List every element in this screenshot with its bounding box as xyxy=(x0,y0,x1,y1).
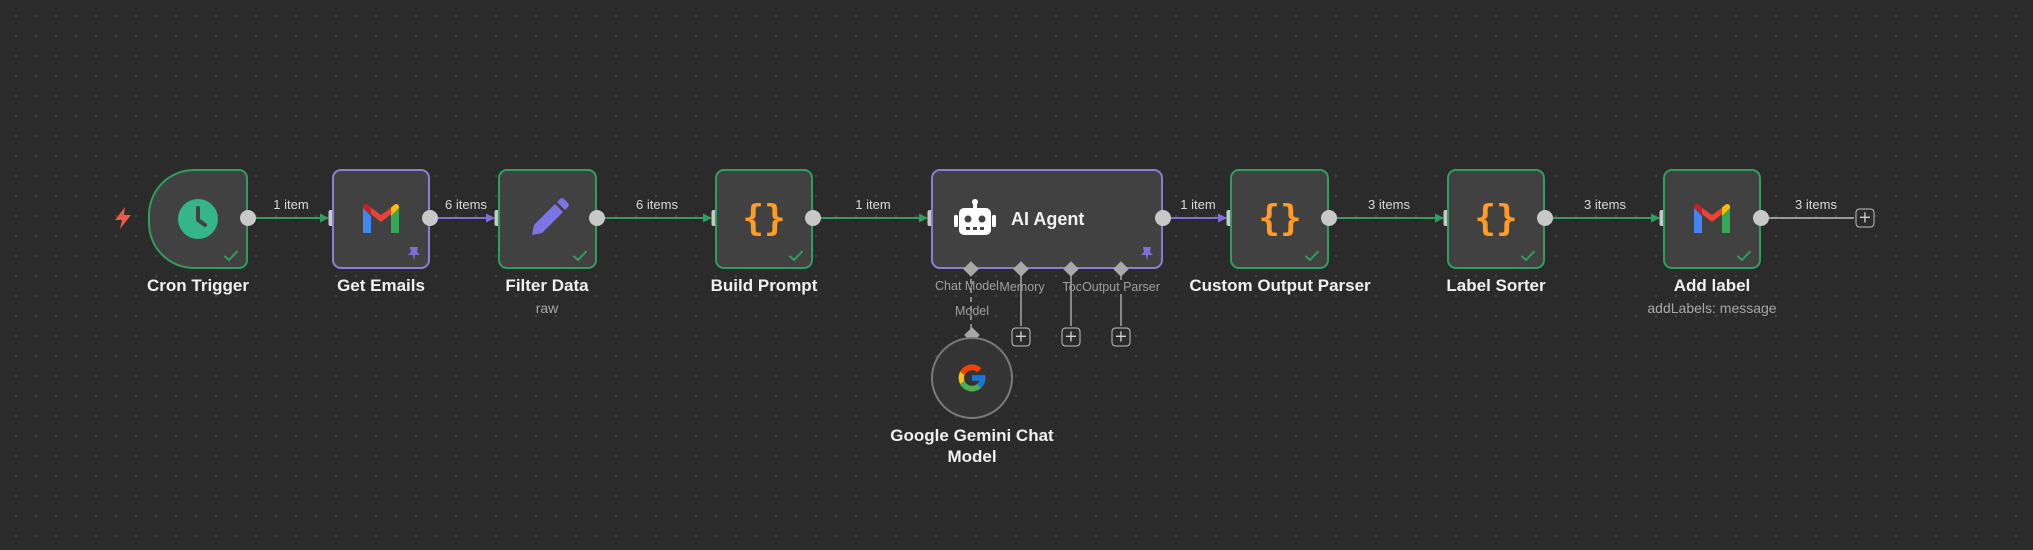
check-icon xyxy=(572,250,588,262)
check-icon xyxy=(223,250,239,262)
handle-label-tool: Tool xyxy=(1062,280,1086,294)
node-label: Get Emails xyxy=(337,276,425,295)
node-label: Build Prompt xyxy=(710,276,818,295)
svg-text:{}: {} xyxy=(1258,198,1301,239)
connection-label-model: Model xyxy=(954,304,990,318)
pin-icon xyxy=(1141,247,1153,261)
node-ai-agent[interactable]: AI Agent xyxy=(931,169,1163,269)
check-icon xyxy=(1520,250,1536,262)
handle-label-memory: Memory xyxy=(999,280,1045,294)
node-build-prompt[interactable]: {} xyxy=(715,169,813,269)
output-port[interactable] xyxy=(1155,210,1171,226)
google-icon xyxy=(958,364,986,392)
svg-text:{}: {} xyxy=(1474,198,1517,239)
output-port[interactable] xyxy=(1537,210,1553,226)
edge-label: 6 items xyxy=(445,197,487,212)
check-icon xyxy=(788,250,804,262)
edge-label: 6 items xyxy=(636,197,678,212)
curly-braces-icon: {} xyxy=(742,198,785,239)
node-label: Google Gemini Chat Model xyxy=(890,425,1053,467)
curly-braces-icon: {} xyxy=(1474,198,1517,239)
node-label: Cron Trigger xyxy=(146,276,250,295)
output-port[interactable] xyxy=(805,210,821,226)
node-get-emails[interactable] xyxy=(332,169,430,269)
node-title: AI Agent xyxy=(1011,208,1085,229)
clock-icon xyxy=(178,199,218,239)
edge-label: 1 item xyxy=(1180,197,1216,212)
handle-label-chat-model: Chat Model xyxy=(935,279,999,293)
gmail-icon xyxy=(1694,203,1730,233)
node-custom-output-parser[interactable]: {} xyxy=(1230,169,1329,269)
lightning-icon xyxy=(115,207,131,229)
pin-icon xyxy=(408,247,420,261)
node-label-line2: Model xyxy=(947,447,997,466)
node-add-label[interactable] xyxy=(1663,169,1761,269)
add-memory-button[interactable]: + xyxy=(1011,327,1031,347)
node-label-sorter[interactable]: {} xyxy=(1447,169,1545,269)
pencil-icon xyxy=(531,198,569,235)
node-label: Label Sorter xyxy=(1446,276,1546,295)
edge-label: 3 items xyxy=(1795,197,1837,212)
check-icon xyxy=(1304,250,1320,262)
output-port[interactable] xyxy=(240,210,256,226)
edge-label: 1 item xyxy=(855,197,891,212)
handle-label-output-parser: Output Parser xyxy=(1081,280,1161,294)
gmail-icon xyxy=(363,203,399,233)
node-google-gemini-chat-model[interactable] xyxy=(931,337,1013,419)
node-cron-trigger[interactable] xyxy=(148,169,248,269)
edge-label: 3 items xyxy=(1584,197,1626,212)
node-subtitle: addLabels: message xyxy=(1647,300,1777,316)
output-port[interactable] xyxy=(1321,210,1337,226)
add-next-node-button[interactable]: + xyxy=(1855,208,1875,228)
check-icon xyxy=(1736,250,1752,262)
node-filter-data[interactable] xyxy=(498,169,597,269)
node-label: Custom Output Parser xyxy=(1189,276,1371,295)
output-port[interactable] xyxy=(422,210,438,226)
node-subtitle: raw xyxy=(535,300,559,316)
robot-icon xyxy=(954,199,996,235)
node-label-line1: Google Gemini Chat xyxy=(890,426,1054,445)
node-label: Add label xyxy=(1673,276,1751,295)
edge-label: 3 items xyxy=(1368,197,1410,212)
output-port[interactable] xyxy=(589,210,605,226)
node-label: Filter Data xyxy=(505,276,589,295)
curly-braces-icon: {} xyxy=(1258,198,1301,239)
output-port[interactable] xyxy=(1753,210,1769,226)
edge-label: 1 item xyxy=(273,197,309,212)
add-tool-button[interactable]: + xyxy=(1061,327,1081,347)
svg-text:{}: {} xyxy=(742,198,785,239)
add-output-parser-button[interactable]: + xyxy=(1111,327,1131,347)
